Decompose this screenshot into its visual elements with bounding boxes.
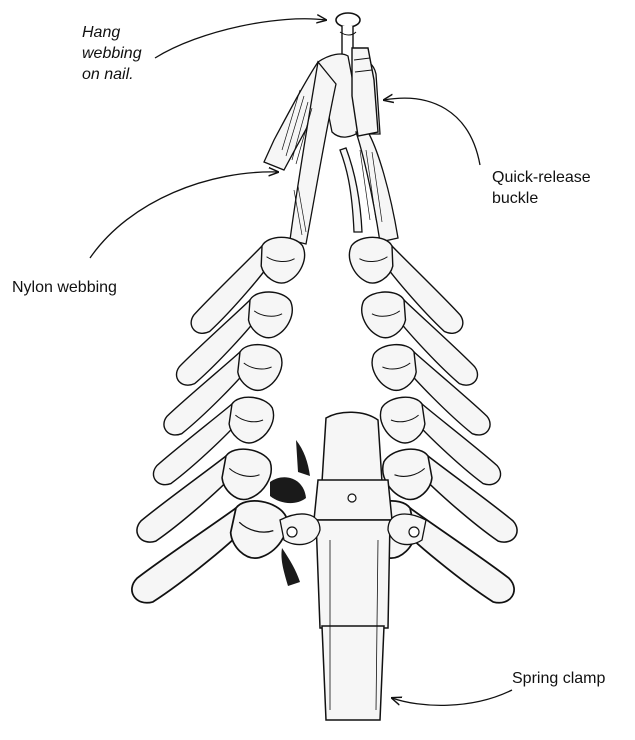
label-quick-release-line2: buckle	[492, 188, 538, 209]
label-hang-webbing-line2: webbing	[82, 43, 142, 64]
label-hang-webbing-line3: on nail.	[82, 64, 134, 85]
left-clamp-stack	[129, 226, 307, 637]
label-nylon-webbing: Nylon webbing	[12, 277, 117, 298]
label-spring-clamp: Spring clamp	[512, 668, 605, 689]
label-quick-release-line1: Quick-release	[492, 167, 591, 188]
quick-release-buckle	[352, 48, 378, 136]
label-hang-webbing-line1: Hang	[82, 22, 120, 43]
nylon-webbing	[264, 54, 398, 244]
